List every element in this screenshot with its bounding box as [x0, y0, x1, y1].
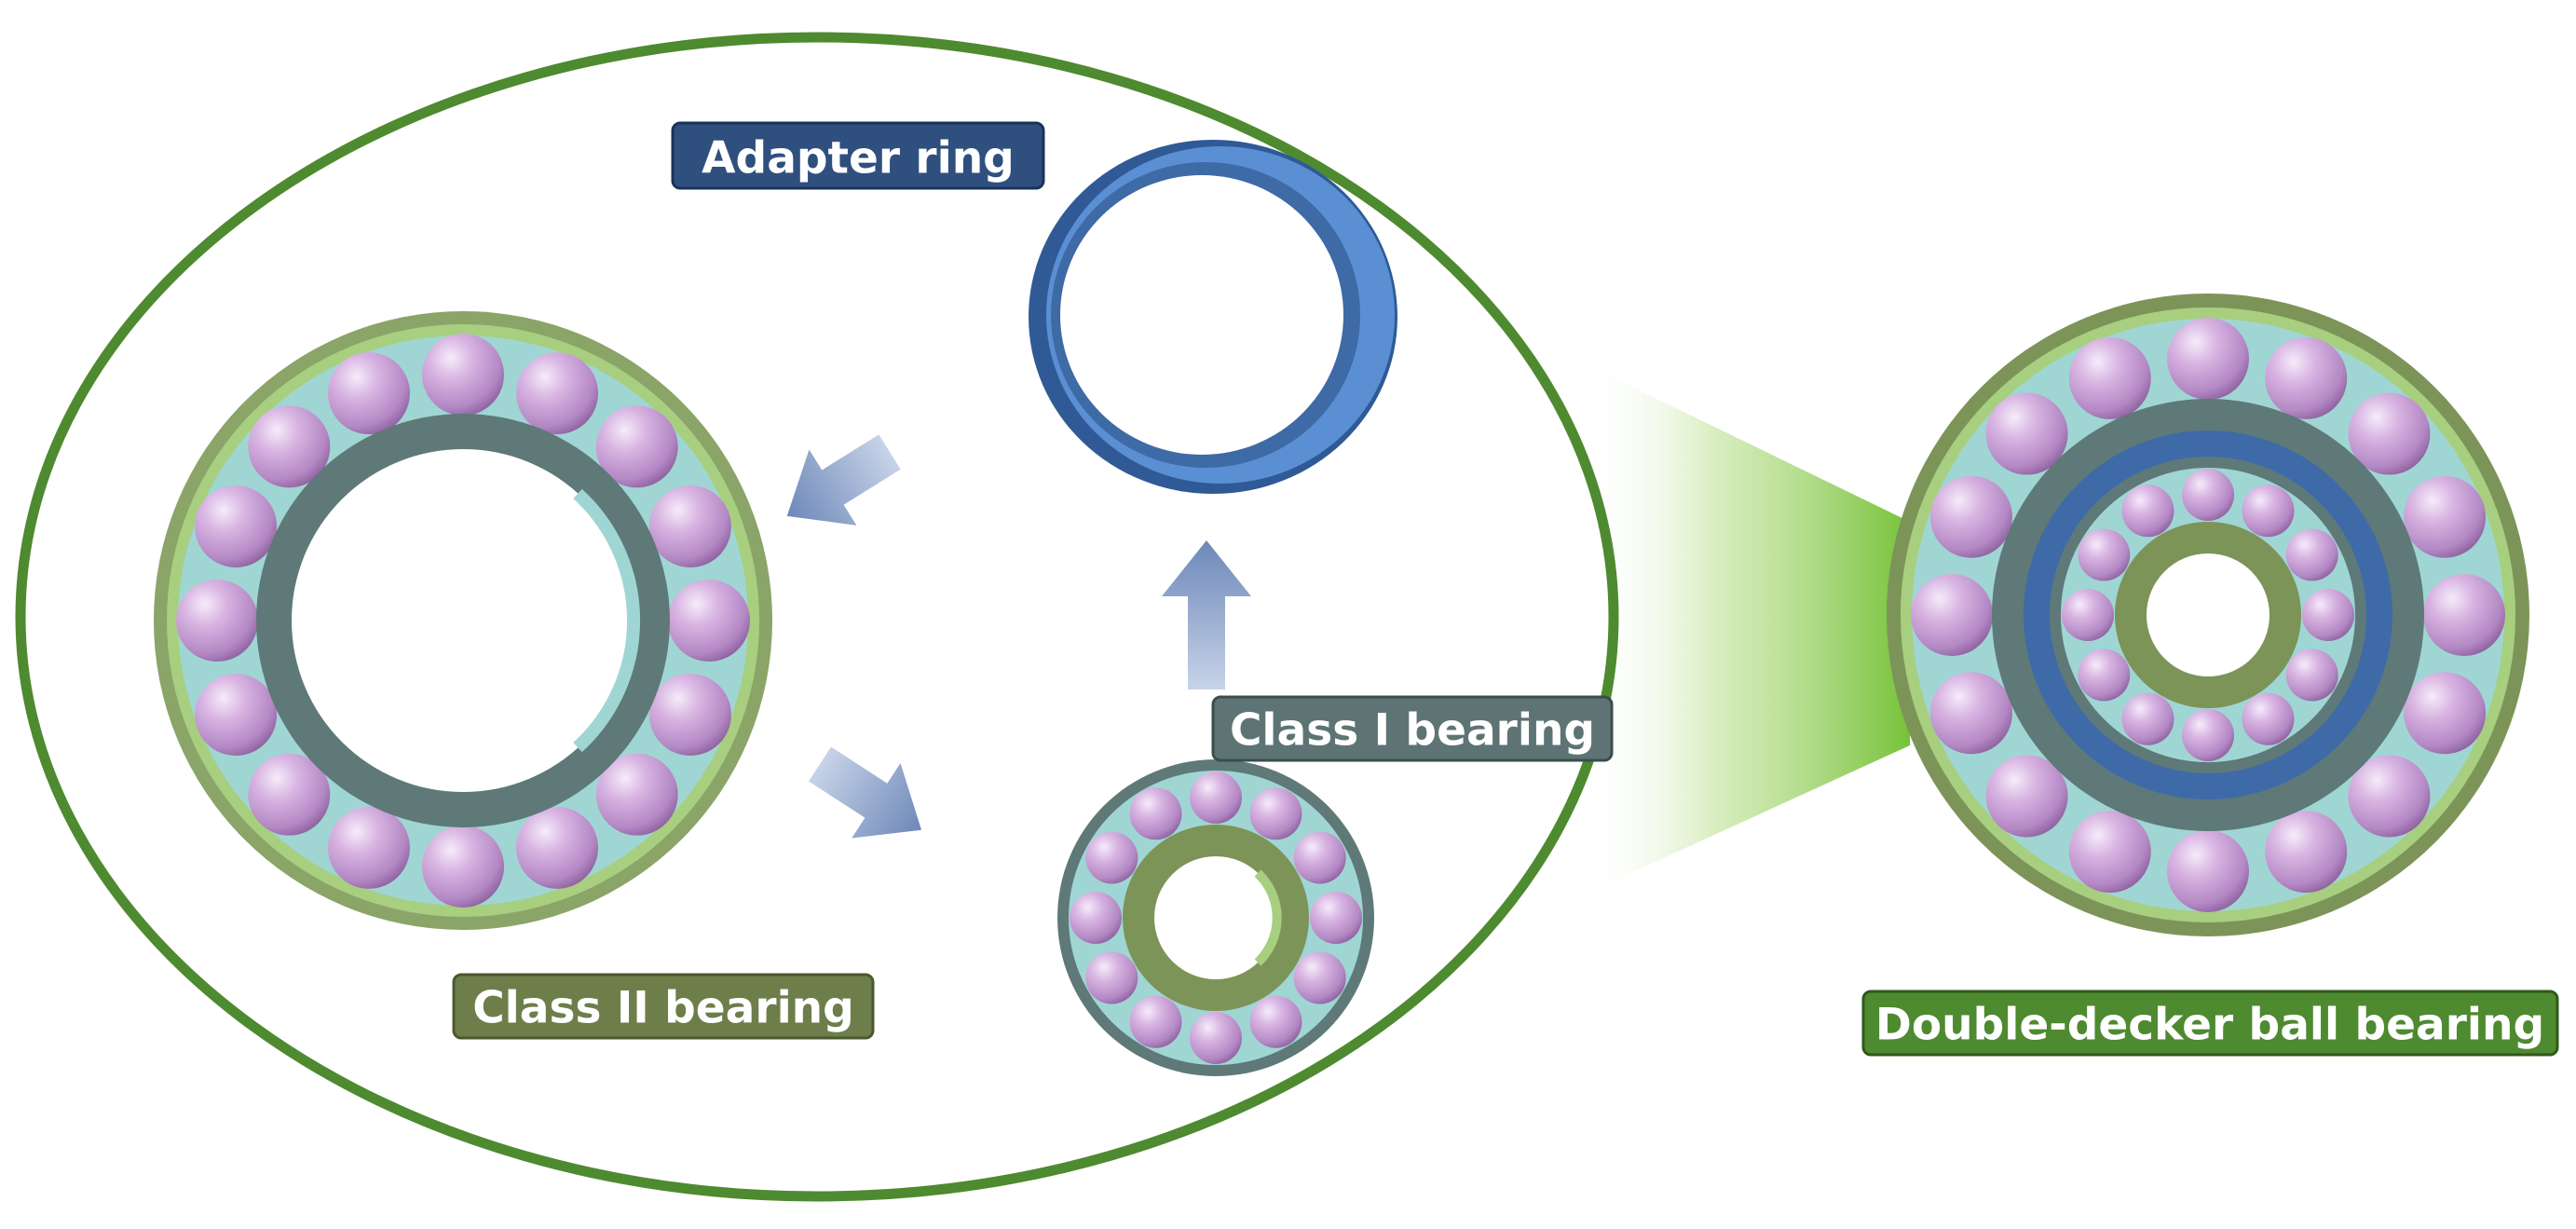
- class-two-label: Class II bearing: [452, 973, 875, 1040]
- ball: [422, 826, 504, 908]
- ball: [595, 753, 678, 836]
- ball: [1293, 951, 1346, 1004]
- class-two-label-text: Class II bearing: [472, 983, 854, 1034]
- ball: [1929, 672, 2012, 755]
- ball: [1310, 892, 1362, 944]
- ball: [248, 753, 331, 836]
- ball: [2265, 336, 2348, 419]
- adapter-ring-label: Adapter ring: [671, 121, 1045, 190]
- ball: [195, 674, 278, 757]
- ball: [2285, 528, 2338, 581]
- ball: [2121, 485, 2174, 538]
- ball: [1190, 772, 1242, 824]
- arrow-class-one-to-adapter: [1162, 540, 1251, 690]
- ball: [1190, 1012, 1242, 1064]
- ball: [422, 334, 504, 416]
- ball: [1085, 831, 1138, 884]
- ball: [1911, 574, 1993, 656]
- ball: [2068, 811, 2151, 894]
- double-decker-bearing: [1887, 294, 2529, 936]
- ball: [1070, 892, 1122, 944]
- ball: [2302, 589, 2354, 641]
- ball: [1985, 755, 2068, 838]
- ball: [248, 405, 331, 488]
- ball: [327, 352, 410, 435]
- arrow-adapter-to-class-two: [786, 434, 901, 526]
- ball: [2265, 811, 2348, 894]
- ball: [1085, 951, 1138, 1004]
- ball: [668, 580, 750, 662]
- arrow-class-two-to-class-one: [809, 746, 922, 839]
- ball: [2285, 649, 2338, 702]
- ball: [1293, 831, 1346, 884]
- ball: [648, 674, 731, 757]
- ball: [2348, 755, 2431, 838]
- ball: [1929, 475, 2012, 558]
- ball: [2423, 574, 2505, 656]
- ball: [2062, 589, 2114, 641]
- ball: [195, 485, 278, 567]
- class-one-label: Class I bearing: [1211, 695, 1614, 762]
- ball: [2078, 528, 2131, 581]
- ball: [1249, 995, 1302, 1048]
- ball: [2121, 692, 2174, 745]
- class-two-bearing: [154, 311, 772, 930]
- ball: [2404, 475, 2487, 558]
- ball: [176, 580, 258, 662]
- ball: [2242, 692, 2295, 745]
- ball: [1129, 787, 1182, 840]
- ball: [2404, 672, 2487, 755]
- double-decker-label: Double-decker ball bearing: [1861, 990, 2559, 1057]
- ball: [1249, 787, 1302, 840]
- adapter-ring: [1029, 140, 1397, 494]
- ball: [2078, 649, 2131, 702]
- ball: [2348, 392, 2431, 475]
- ball: [2068, 336, 2151, 419]
- ball: [1985, 392, 2068, 475]
- ball: [595, 405, 678, 488]
- class-one-bearing: [1057, 759, 1374, 1076]
- ball: [516, 352, 599, 435]
- ball: [2182, 709, 2234, 761]
- adapter-ring-label-text: Adapter ring: [702, 133, 1015, 184]
- class-one-label-text: Class I bearing: [1230, 705, 1595, 757]
- ball: [1129, 995, 1182, 1048]
- ball: [2167, 318, 2249, 400]
- ball: [516, 806, 599, 889]
- ball: [648, 485, 731, 567]
- double-decker-label-text: Double-decker ball bearing: [1875, 1000, 2544, 1051]
- ball: [2242, 485, 2295, 538]
- ball: [2182, 469, 2234, 521]
- zoom-beam: [1584, 363, 1910, 894]
- ball: [327, 806, 410, 889]
- ball: [2167, 830, 2249, 912]
